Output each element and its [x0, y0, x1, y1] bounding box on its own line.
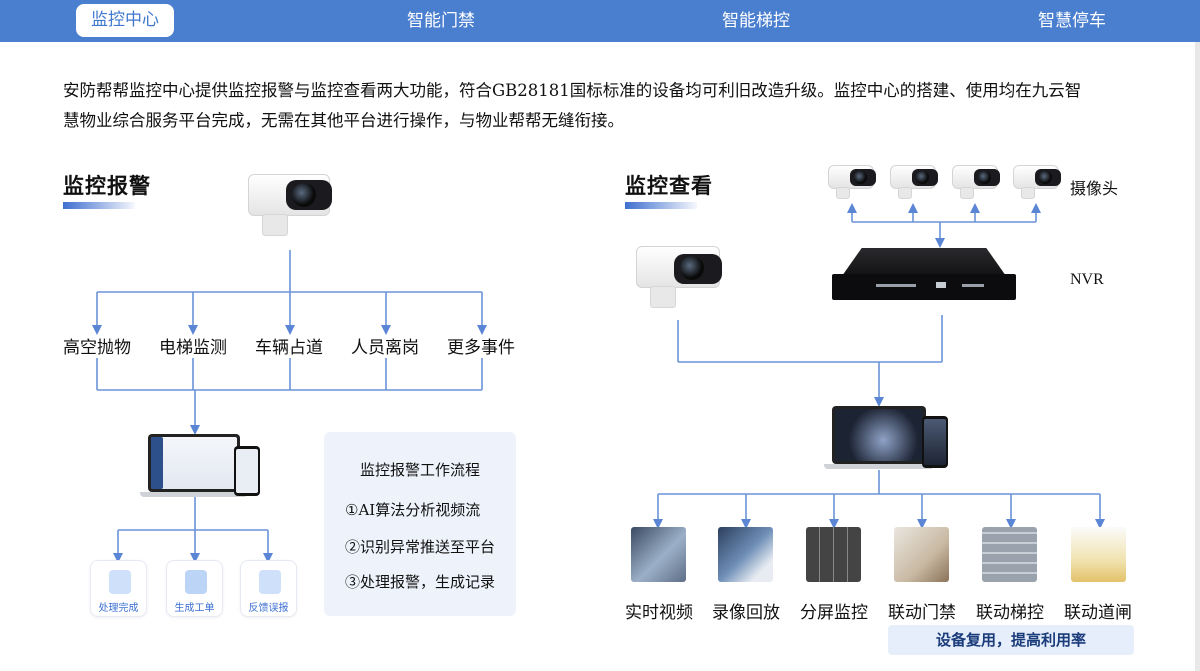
feature-label: 录像回放 — [712, 603, 780, 623]
nvr-icon — [832, 248, 1018, 314]
camera-icon — [890, 163, 940, 201]
feature-label: 联动道闸 — [1064, 603, 1132, 623]
workflow-step: ①AI算法分析视频流 — [345, 501, 481, 519]
workflow-title: 监控报警工作流程 — [359, 461, 480, 479]
check-document-icon — [109, 570, 131, 594]
action-label: 反馈误报 — [248, 603, 289, 614]
section-title-alarm: 监控报警 — [63, 173, 151, 198]
event-label: 人员离岗 — [351, 338, 419, 358]
platform-laptop-icon — [140, 432, 262, 500]
camera-icon — [828, 163, 878, 201]
intro-line-2: 慧物业综合服务平台完成，无需在其他平台进行操作，与物业帮帮无缝衔接。 — [63, 111, 624, 130]
camera-label: 摄像头 — [1070, 179, 1119, 198]
feature-label: 实时视频 — [625, 603, 693, 623]
reuse-note: 设备复用，提高利用率 — [888, 625, 1134, 655]
intro-line-1: 安防帮帮监控中心提供监控报警与监控查看两大功能，符合GB28181国标标准的设备… — [63, 81, 1082, 100]
camera-icon — [248, 170, 334, 240]
feedback-icon — [259, 570, 281, 594]
camera-icon — [636, 240, 726, 312]
playback-image — [718, 527, 773, 582]
access-control-image — [894, 527, 949, 582]
event-label: 车辆占道 — [255, 338, 323, 358]
tab-smart-access[interactable]: 智能门禁 — [407, 11, 475, 31]
section-underline — [625, 202, 697, 209]
live-video-image — [631, 527, 686, 582]
tab-smart-elevator[interactable]: 智能梯控 — [722, 11, 790, 31]
event-label: 更多事件 — [447, 338, 515, 358]
action-tile-work-order[interactable]: 生成工单 — [166, 560, 223, 617]
feature-label: 联动门禁 — [888, 603, 956, 623]
tab-smart-parking[interactable]: 智慧停车 — [1038, 11, 1106, 31]
intro-paragraph: 安防帮帮监控中心提供监控报警与监控查看两大功能，符合GB28181国标标准的设备… — [63, 76, 1143, 136]
workflow-box: 监控报警工作流程 ①AI算法分析视频流 ②识别异常推送至平台 ③处理报警，生成记… — [324, 432, 516, 616]
platform-laptop-icon — [824, 404, 950, 472]
camera-icon — [952, 163, 1002, 201]
workflow-step: ③处理报警，生成记录 — [345, 573, 496, 591]
scrollbar-track[interactable] — [1195, 42, 1200, 671]
feature-label: 联动梯控 — [976, 603, 1044, 623]
tab-monitor-center[interactable]: 监控中心 — [76, 4, 174, 37]
event-label: 电梯监测 — [159, 338, 227, 358]
split-screen-image — [806, 527, 861, 582]
event-label: 高空抛物 — [63, 338, 131, 358]
action-tile-complete[interactable]: 处理完成 — [90, 560, 147, 617]
workflow-step: ②识别异常推送至平台 — [345, 538, 496, 556]
elevator-control-image — [982, 527, 1037, 582]
feature-label: 分屏监控 — [800, 603, 868, 623]
barrier-gate-image — [1071, 527, 1126, 582]
section-underline — [63, 202, 135, 209]
section-title-view: 监控查看 — [625, 173, 713, 198]
camera-icon — [1013, 163, 1063, 201]
action-label: 处理完成 — [98, 603, 139, 614]
work-order-icon — [185, 570, 207, 594]
nvr-label: NVR — [1070, 271, 1104, 288]
action-tile-feedback[interactable]: 反馈误报 — [240, 560, 297, 617]
top-nav: 监控中心 智能门禁 智能梯控 智慧停车 — [0, 0, 1200, 42]
action-label: 生成工单 — [174, 603, 215, 614]
